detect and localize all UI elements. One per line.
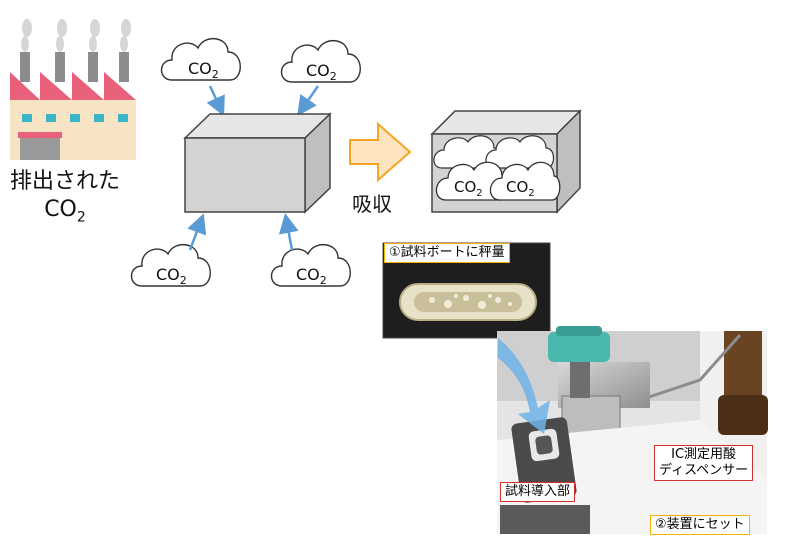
svg-text:CO2: CO2 bbox=[156, 265, 187, 287]
co2-cloud-bottom-right: CO2 bbox=[270, 244, 351, 287]
svg-text:CO2: CO2 bbox=[306, 61, 337, 83]
svg-text:CO2: CO2 bbox=[296, 265, 327, 287]
absorbed-box: CO2 CO2 bbox=[430, 109, 582, 214]
absorbent-box bbox=[183, 112, 332, 214]
dispenser-caption: IC測定用酸 ディスペンサー bbox=[654, 445, 754, 481]
step2-caption: ②装置にセット bbox=[650, 515, 750, 535]
co2-cloud-bottom-left: CO2 bbox=[130, 244, 211, 287]
absorb-arrow-icon bbox=[349, 121, 412, 183]
instrument-photo bbox=[497, 326, 768, 534]
inlet-caption: 試料導入部 bbox=[500, 482, 576, 502]
svg-text:CO2: CO2 bbox=[188, 59, 219, 81]
smoke-icon bbox=[21, 19, 131, 52]
factory-icon bbox=[10, 19, 136, 160]
absorb-label: 吸収 bbox=[352, 192, 392, 216]
blue-arrows bbox=[187, 85, 320, 251]
emitted-co2-label: 排出された CO2 bbox=[9, 169, 120, 226]
move-arrow-icon bbox=[498, 338, 550, 434]
absorbed-co2-label-2: CO2 bbox=[506, 178, 535, 199]
absorbed-co2-label-1: CO2 bbox=[454, 178, 483, 199]
co2-cloud-top-left: CO2 bbox=[160, 38, 241, 81]
co2-cloud-top-right: CO2 bbox=[280, 40, 361, 83]
step1-caption: ①試料ボートに秤量 bbox=[384, 243, 510, 263]
